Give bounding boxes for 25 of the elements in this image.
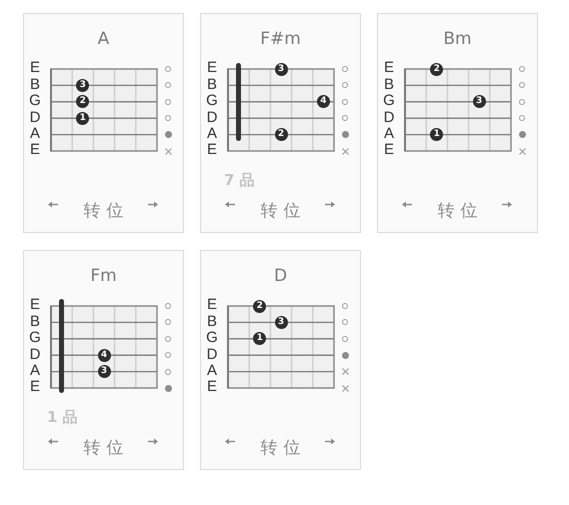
chord-name: F#m — [260, 28, 301, 50]
string-names: E B G D A E — [206, 297, 218, 396]
inversion-label: 转位 — [82, 200, 130, 222]
inversion-label: 转位 — [260, 437, 306, 459]
finger-dot: 3 — [274, 62, 288, 76]
inversion-label: 转位 — [260, 200, 306, 222]
chord-card — [23, 13, 184, 233]
inversion-label: 转位 — [82, 437, 130, 459]
chord-card — [23, 250, 184, 470]
fret-number: 1 品 — [47, 407, 78, 427]
chord-name: Fm — [90, 265, 117, 287]
chord-card — [377, 13, 538, 233]
fret-number: 7 品 — [224, 170, 255, 190]
chord-name: D — [274, 265, 288, 287]
string-names: E B G D A E — [206, 60, 218, 159]
finger-dot: 2 — [253, 300, 266, 312]
finger-dot: 2 — [430, 62, 444, 76]
string-names: E B G D A E — [29, 297, 41, 396]
string-names: E B G D A E — [29, 60, 41, 159]
chord-name: A — [98, 28, 110, 50]
chord-card — [200, 250, 361, 470]
inversion-label: 转位 — [436, 200, 484, 222]
chord-card — [200, 13, 361, 233]
chord-name: Bm — [443, 28, 472, 50]
string-names: E B G D A E — [383, 60, 395, 159]
